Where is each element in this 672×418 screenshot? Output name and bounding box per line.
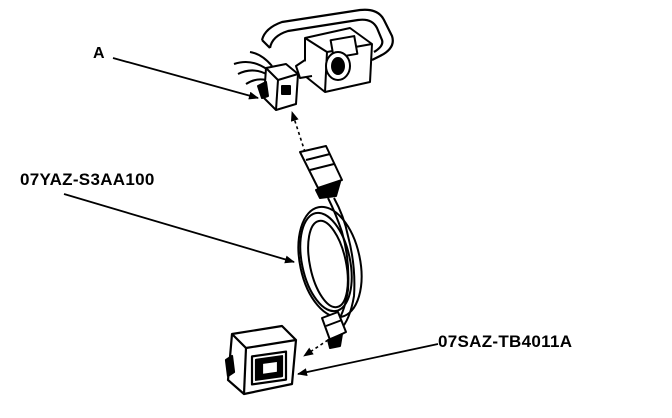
- callout-unit-part-number: 07SAZ-TB4011A: [438, 332, 573, 351]
- harness-lower-plug: [321, 311, 347, 349]
- leader-unit: [297, 343, 439, 377]
- harness-upper-plug: [299, 145, 343, 199]
- leader-harness: [63, 193, 295, 264]
- mating-arrow-upper: [290, 111, 306, 153]
- mounting-bracket: [260, 8, 394, 61]
- connector-a: [257, 63, 299, 111]
- harness-cable: [297, 197, 363, 331]
- control-unit: [224, 324, 298, 396]
- vehicle-connector: [295, 27, 373, 93]
- callout-harness-part-number: 07YAZ-S3AA100: [20, 170, 155, 189]
- leader-a: [112, 57, 259, 100]
- callout-a-label: A: [93, 45, 105, 62]
- mating-arrow-lower: [303, 339, 329, 357]
- leader-lines: [63, 57, 439, 377]
